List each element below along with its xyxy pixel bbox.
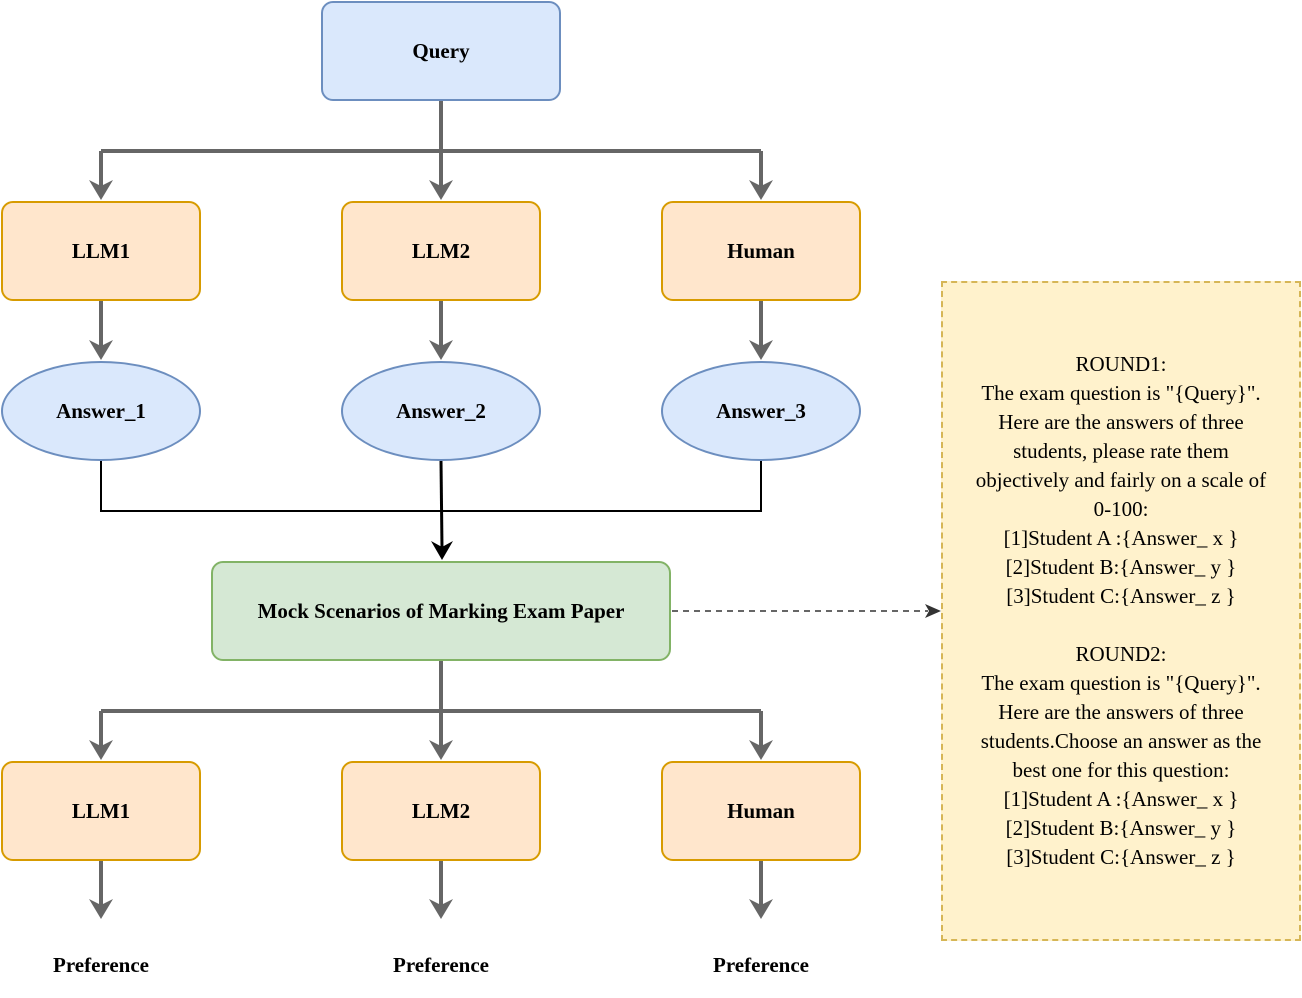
answer2-label: Answer_2 [396, 398, 486, 423]
human-label: Human [727, 798, 795, 823]
llm2-node-bottom: LLM2 [341, 761, 541, 861]
arrowhead [431, 541, 453, 560]
arrowhead [89, 340, 113, 360]
arrowhead [925, 604, 941, 618]
prompt-text: ROUND1: The exam question is "{Query}". … [946, 350, 1296, 872]
answer3-label: Answer_3 [716, 398, 806, 423]
round2-line: Here are the answers of three [998, 700, 1244, 724]
answer2-node: Answer_2 [341, 361, 541, 461]
mock-label: Mock Scenarios of Marking Exam Paper [257, 598, 625, 623]
round2-line: best one for this question: [1012, 758, 1230, 782]
llm2-node-top: LLM2 [341, 201, 541, 301]
round1-line: 0-100: [1093, 497, 1149, 521]
human-label: Human [727, 238, 795, 263]
round2-line: [1]Student A :{Answer_ x } [1003, 787, 1239, 811]
arrowhead [749, 340, 773, 360]
answer3-node: Answer_3 [661, 361, 861, 461]
preference-label-llm2: Preference [393, 953, 489, 977]
prompt-template-box: ROUND1: The exam question is "{Query}". … [941, 281, 1301, 941]
query-node: Query [321, 1, 561, 101]
round1-line: Here are the answers of three [998, 410, 1244, 434]
arrowhead [89, 899, 113, 919]
llm2-label: LLM2 [411, 798, 471, 823]
human-node-top: Human [661, 201, 861, 301]
arrowhead [429, 340, 453, 360]
arrowhead [749, 180, 773, 200]
edge-answer3-merge [441, 461, 762, 512]
mock-scenario-node: Mock Scenarios of Marking Exam Paper [211, 561, 671, 661]
arrowhead [429, 180, 453, 200]
round2-title: ROUND2: [1075, 642, 1167, 666]
round1-line: [2]Student B:{Answer_ y } [1005, 555, 1237, 579]
edge-answer2-mock [439, 460, 444, 549]
llm2-label: LLM2 [411, 238, 471, 263]
round2-line: [3]Student C:{Answer_ z } [1006, 845, 1236, 869]
arrowhead [429, 740, 453, 760]
query-label: Query [412, 38, 470, 63]
edge-answer1-merge [100, 461, 441, 512]
arrowhead [749, 899, 773, 919]
round1-line: students, please rate them [1013, 439, 1229, 463]
answer1-label: Answer_1 [56, 398, 146, 423]
round1-line: [3]Student C:{Answer_ z } [1006, 584, 1236, 608]
arrowhead [429, 899, 453, 919]
preference-label-human: Preference [713, 953, 809, 977]
round1-line: The exam question is "{Query}". [981, 381, 1261, 405]
arrowhead [749, 740, 773, 760]
round1-line: [1]Student A :{Answer_ x } [1003, 526, 1239, 550]
arrowhead [89, 740, 113, 760]
human-node-bottom: Human [661, 761, 861, 861]
preference-label-llm1: Preference [53, 953, 149, 977]
llm1-label: LLM1 [71, 798, 131, 823]
round-spacer [946, 611, 1296, 640]
llm1-node-top: LLM1 [1, 201, 201, 301]
arrowhead [89, 180, 113, 200]
round1-title: ROUND1: [1075, 352, 1167, 376]
answer1-node: Answer_1 [1, 361, 201, 461]
round2-line: The exam question is "{Query}". [981, 671, 1261, 695]
round1-line: objectively and fairly on a scale of [975, 468, 1267, 492]
llm1-label: LLM1 [71, 238, 131, 263]
round2-line: students.Choose an answer as the [980, 729, 1262, 753]
round2-line: [2]Student B:{Answer_ y } [1005, 816, 1237, 840]
llm1-node-bottom: LLM1 [1, 761, 201, 861]
